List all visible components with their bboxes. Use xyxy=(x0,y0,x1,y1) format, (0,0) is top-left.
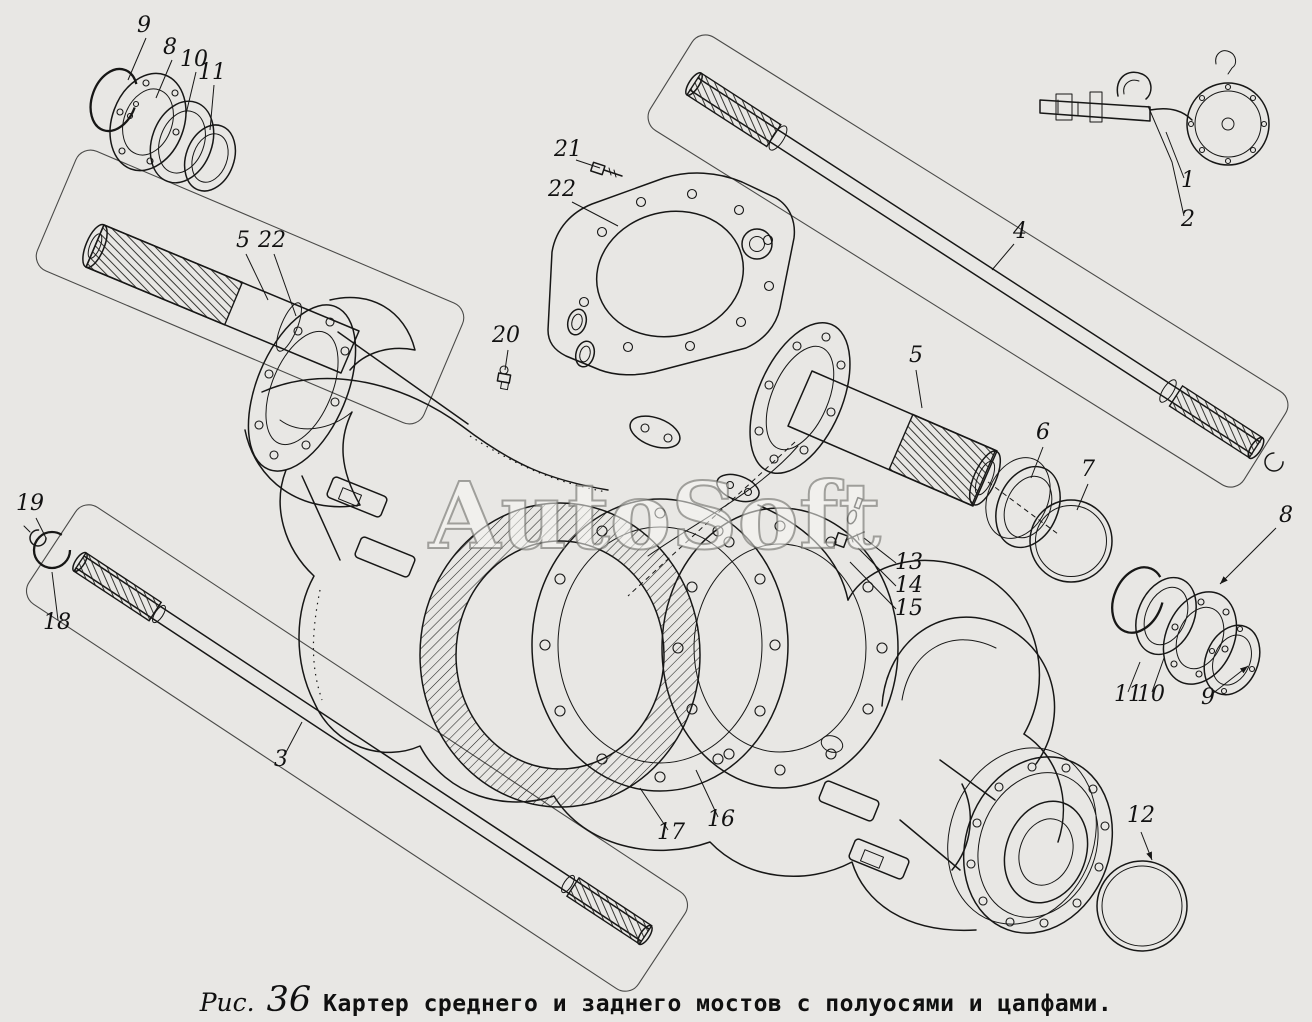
part-label-12: 12 xyxy=(1127,803,1155,828)
ring-10 xyxy=(149,100,215,184)
part-label-11: 11 xyxy=(1114,682,1142,707)
part-label-19: 19 xyxy=(16,491,44,516)
part-label-3: 3 xyxy=(274,747,288,772)
part-label-11: 11 xyxy=(198,60,226,85)
figure-number: 36 xyxy=(266,980,312,1020)
part-label-1: 1 xyxy=(1181,168,1195,193)
gasket-ring-17 xyxy=(419,502,701,808)
part-label-14: 14 xyxy=(895,573,923,598)
snap-ring xyxy=(1111,566,1165,634)
flange-ring-8 xyxy=(109,72,187,172)
flange-plate-22 xyxy=(547,172,796,376)
circlip xyxy=(1264,452,1284,472)
callout-panel-left-shaft xyxy=(35,149,465,425)
o-ring-7 xyxy=(1029,499,1113,583)
part-label-22: 22 xyxy=(257,228,286,253)
mini-assembly-trunnion xyxy=(1039,50,1270,166)
snap-ring-18 xyxy=(32,530,72,570)
half-axle-left xyxy=(82,223,416,508)
part-label-16: 16 xyxy=(707,807,735,832)
part-label-10: 10 xyxy=(180,47,208,72)
part-label-4: 4 xyxy=(1012,219,1027,244)
cover-ring-16 xyxy=(531,498,789,792)
callout-panels xyxy=(25,34,1289,992)
part-label-20: 20 xyxy=(491,323,520,348)
part-label-8: 8 xyxy=(163,35,177,60)
part-label-7: 7 xyxy=(1081,457,1095,482)
bearing-stack-bottom-right xyxy=(1111,566,1261,696)
part-label-15: 15 xyxy=(895,596,923,621)
part-label-9: 9 xyxy=(1201,685,1215,710)
part-label-8: 8 xyxy=(1279,503,1293,528)
part-label-5: 5 xyxy=(236,228,250,253)
leader-lines xyxy=(35,37,1277,861)
part-label-10: 10 xyxy=(1137,682,1165,707)
bearing-stack-top-left xyxy=(89,67,237,192)
figure-prefix: Рис. xyxy=(199,988,255,1017)
ring-11 xyxy=(183,124,237,192)
o-ring-12 xyxy=(1096,860,1188,952)
part-label-9: 9 xyxy=(137,13,151,38)
part-label-22: 22 xyxy=(547,177,576,202)
ring-6 xyxy=(985,457,1061,549)
part-label-2: 2 xyxy=(1180,207,1195,232)
callout-panel-top-shaft xyxy=(647,34,1289,488)
part-label-13: 13 xyxy=(895,550,923,575)
half-axle-right xyxy=(749,321,1059,535)
part-label-18: 18 xyxy=(43,610,71,635)
hub-flange xyxy=(899,747,1114,934)
part-label-6: 6 xyxy=(1036,420,1050,445)
part-label-21: 21 xyxy=(553,137,582,162)
figure-caption: Рис. 36 Картер среднего и заднего мостов… xyxy=(0,980,1312,1020)
figure-title: Картер среднего и заднего мостов с полуо… xyxy=(323,991,1113,1017)
small-fasteners xyxy=(496,161,865,549)
watermark: AutoSoft xyxy=(428,462,882,570)
part-label-17: 17 xyxy=(657,820,685,845)
snap-ring-9 xyxy=(89,67,139,133)
axle-housing-body xyxy=(261,331,1065,932)
axle-shaft-4 xyxy=(685,72,1284,472)
part-label-5: 5 xyxy=(909,343,923,368)
clamp-part xyxy=(1116,71,1152,100)
callout-panel-bottom-shaft xyxy=(25,504,689,992)
